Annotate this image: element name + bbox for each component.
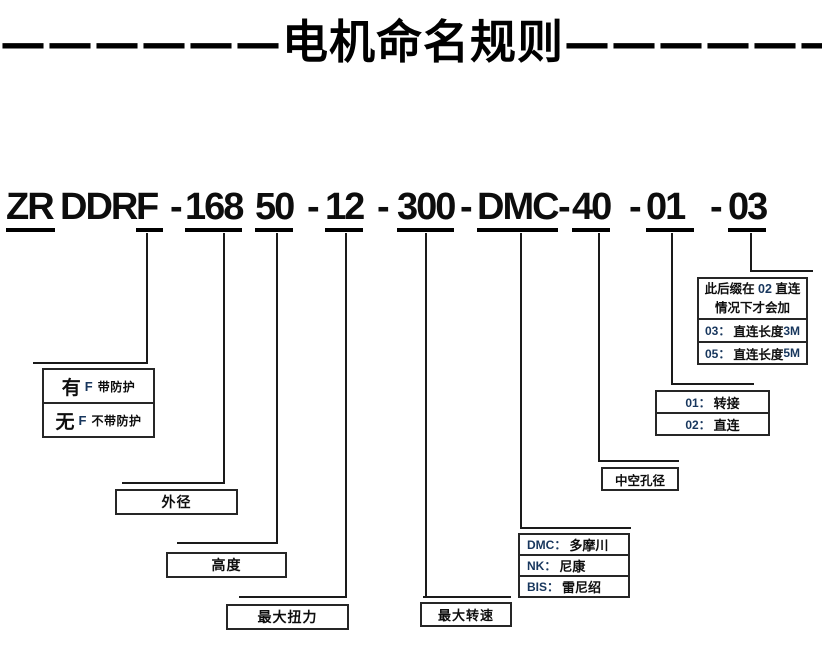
connection-name-adapter: 转接 (713, 395, 740, 411)
protection-code-f: F (84, 378, 93, 394)
encoder-name-renishaw: 雷尼绍 (562, 580, 602, 595)
encoder-name-nikon: 尼康 (559, 559, 586, 574)
code-part-03: 03 (728, 186, 768, 232)
code-part-168: 168 (185, 186, 244, 232)
encoder-code-dmc: DMC： (527, 538, 567, 552)
encoder-code-nk: NK： (527, 559, 557, 573)
code-hyphen: - (170, 186, 183, 228)
protection-box: 有 F 带防护 无 F 不带防护 (42, 368, 155, 438)
code-part-12: 12 (325, 186, 365, 232)
code-part-f: F (136, 186, 164, 232)
encoder-box: DMC： 多摩川 NK： 尼康 BIS： 雷尼绍 (518, 533, 630, 598)
cable-suffix-text-5m: 直连长度 (733, 347, 784, 362)
connection-row-01: 01： 转接 (655, 390, 770, 414)
cable-suffix-tail-5m: 5M (783, 346, 801, 360)
code-part-ddr: DDR (60, 186, 138, 228)
connector-03 (750, 233, 813, 272)
cable-suffix-text-3m: 直连长度 (733, 325, 784, 339)
outer-diameter-label: 外径 (161, 494, 192, 510)
protection-row-without-f: 无 F 不带防护 (42, 402, 155, 438)
max-torque-box: 最大扭力 (226, 604, 349, 630)
code-part-zr: ZR (6, 186, 55, 232)
encoder-name-tamagawa: 多摩川 (569, 538, 609, 553)
encoder-code-bis: BIS： (527, 580, 560, 594)
cable-suffix-box: 此后缀在 02 直连 情况下才会加 03： 直连长度 3M 05： 直连长度 5… (697, 277, 808, 365)
connection-row-02: 02： 直连 (655, 412, 770, 436)
code-hyphen: - (558, 186, 571, 228)
connector-12 (239, 233, 347, 598)
height-label: 高度 (211, 557, 242, 573)
cable-suffix-tail-3m: 3M (783, 323, 801, 338)
connector-f (33, 233, 148, 364)
cable-suffix-row-03: 03： 直连长度 3M (697, 318, 808, 343)
code-hyphen: - (307, 186, 320, 228)
cable-suffix-note: 此后缀在 02 直连 情况下才会加 (697, 277, 808, 320)
connection-box: 01： 转接 02： 直连 (655, 390, 770, 436)
encoder-row-bis: BIS： 雷尼绍 (518, 575, 630, 598)
cable-suffix-code-03: 03： (704, 324, 731, 338)
encoder-row-nk: NK： 尼康 (518, 554, 630, 577)
code-hyphen: - (629, 186, 642, 228)
code-part-40: 40 (572, 186, 612, 232)
code-part-50: 50 (255, 186, 295, 232)
protection-code-f: F (78, 412, 87, 428)
cable-suffix-row-05: 05： 直连长度 5M (697, 341, 808, 365)
height-box: 高度 (166, 552, 287, 578)
connector-168 (122, 233, 225, 484)
connection-name-direct: 直连 (713, 417, 740, 433)
hollow-bore-label: 中空孔径 (614, 473, 665, 488)
protection-row-with-f: 有 F 带防护 (42, 368, 155, 404)
connector-300 (423, 233, 511, 598)
outer-diameter-box: 外径 (115, 489, 238, 515)
connector-dmc (520, 233, 631, 529)
protection-with-text: 带防护 (97, 379, 136, 394)
hollow-bore-box: 中空孔径 (601, 467, 679, 491)
connector-50 (177, 233, 278, 544)
connector-40 (598, 233, 679, 462)
protection-without-label: 无 (55, 411, 75, 433)
cable-suffix-note-line2: 情况下才会加 (714, 300, 790, 315)
code-part-01: 01 (646, 186, 695, 232)
page-title: ——————电机命名规则—————— (0, 15, 822, 69)
connection-code-01: 01： (685, 395, 711, 410)
code-part-dmc: DMC (477, 186, 560, 232)
connector-01 (671, 233, 754, 385)
code-part-300: 300 (397, 186, 456, 232)
cable-suffix-note-line1: 此后缀在 02 直连 (704, 282, 801, 297)
code-hyphen: - (377, 186, 390, 228)
max-speed-box: 最大转速 (420, 602, 512, 627)
code-hyphen: - (710, 186, 723, 228)
encoder-row-dmc: DMC： 多摩川 (518, 533, 630, 556)
cable-suffix-code-05: 05： (704, 346, 731, 361)
code-hyphen: - (460, 186, 473, 228)
max-speed-label: 最大转速 (437, 608, 494, 623)
connection-code-02: 02： (685, 417, 711, 432)
max-torque-label: 最大扭力 (257, 609, 318, 625)
protection-without-text: 不带防护 (91, 413, 142, 428)
protection-with-label: 有 (61, 377, 81, 399)
